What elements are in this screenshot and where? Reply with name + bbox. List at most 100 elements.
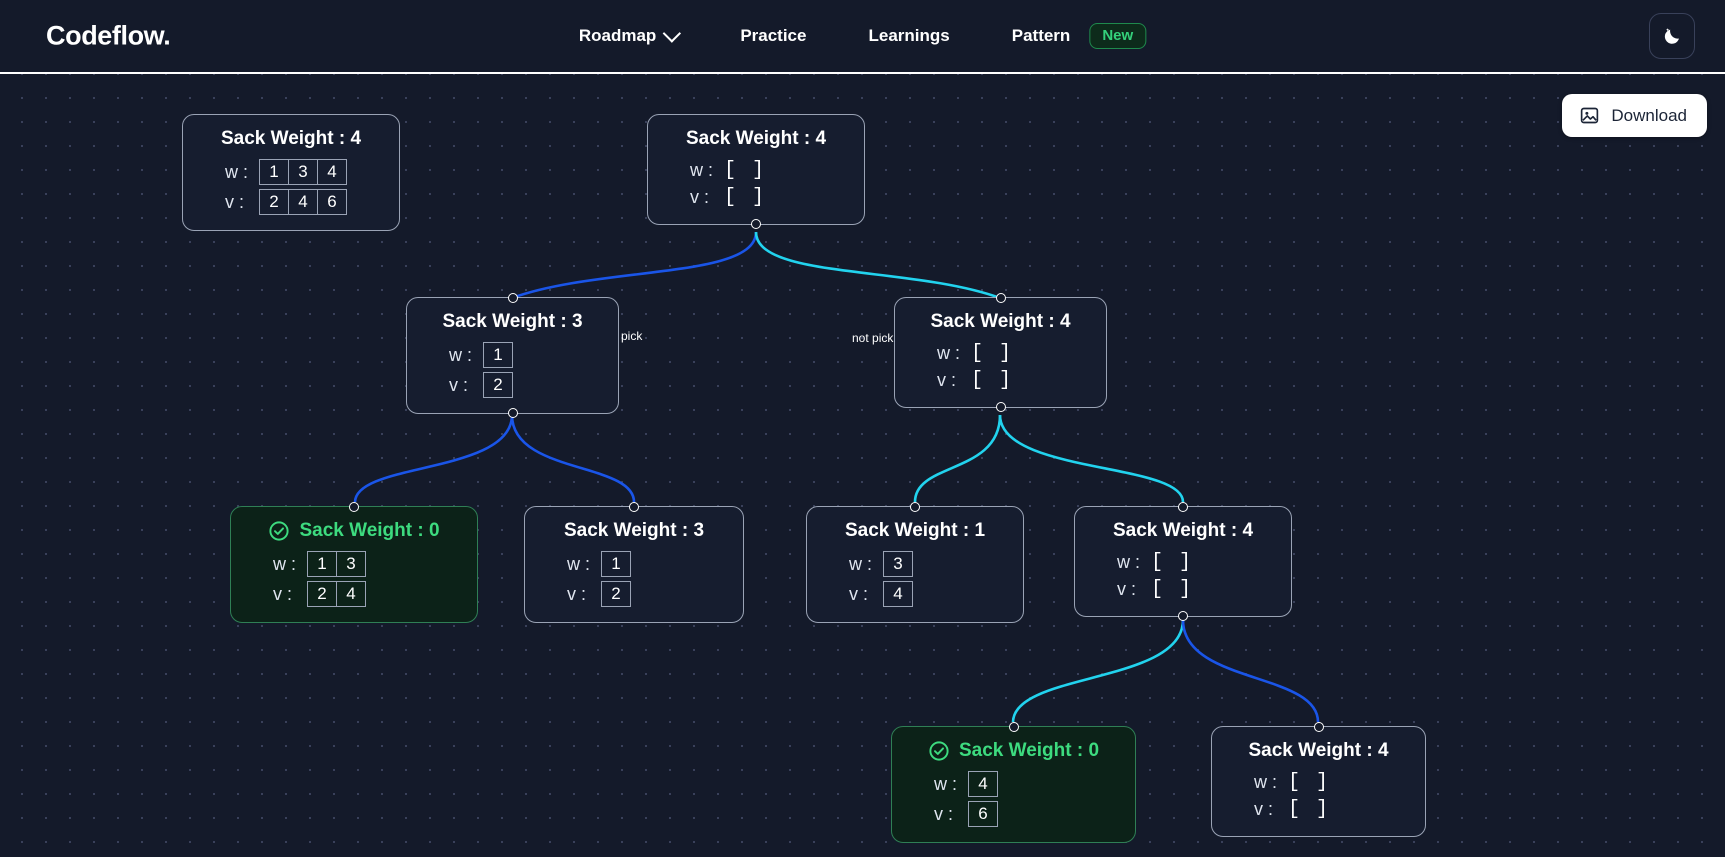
empty-array: [ ] (1151, 578, 1194, 601)
node-row-v: v : [ ] (913, 369, 1088, 392)
cell: 3 (883, 551, 913, 577)
nav-item-practice[interactable]: Practice (740, 26, 806, 46)
node-handle-top[interactable] (629, 502, 639, 512)
cell: 1 (601, 551, 631, 577)
empty-array: [ ] (1288, 771, 1331, 794)
nav-label-pattern: Pattern (1011, 26, 1071, 45)
nav-item-roadmap[interactable]: Roadmap (578, 23, 682, 46)
node-row-v: v : 6 (910, 801, 1117, 827)
weights-cells: 4 (968, 771, 998, 797)
cell: 1 (483, 342, 513, 368)
cell: 2 (307, 581, 337, 607)
row-label-w: w : (937, 343, 961, 363)
node-title: Sack Weight : 4 (220, 128, 362, 149)
node-r2a[interactable]: Sack Weight : 1 w : 3 v : 4 (806, 502, 1024, 623)
node-row-w: w : [ ] (1093, 551, 1273, 574)
node-l2b[interactable]: Sack Weight : 3 w : 1 v : 2 (524, 502, 744, 623)
node-r3a[interactable]: Sack Weight : 0 w : 4 v : 6 (891, 722, 1136, 843)
node-handle-top[interactable] (1178, 502, 1188, 512)
empty-array: [ ] (724, 186, 767, 209)
cell: 1 (259, 159, 289, 185)
cell: 4 (883, 581, 913, 607)
cell: 3 (336, 551, 366, 577)
brand-logo[interactable]: Codeflow. (46, 20, 171, 51)
row-label-v: v : (690, 187, 710, 207)
edge-l1-to-l2a (353, 414, 514, 503)
node-row-w: w : [ ] (1230, 771, 1407, 794)
cell: 3 (288, 159, 318, 185)
download-button[interactable]: Download (1562, 94, 1707, 137)
row-label-w: w : (449, 344, 473, 365)
nav-item-learnings[interactable]: Learnings (868, 26, 949, 46)
node-handle-bottom[interactable] (1178, 611, 1188, 621)
node-row-w: w : [ ] (666, 159, 846, 182)
empty-array: [ ] (724, 159, 767, 182)
weights-cells: 1 (601, 551, 631, 577)
edge-r1-to-r2a (913, 414, 1002, 503)
node-l2a[interactable]: Sack Weight : 0 w : 1 3 v : 2 4 (230, 502, 478, 623)
row-label-w: w : (690, 160, 714, 180)
values-cells: 2 4 6 (259, 189, 347, 215)
node-row-w: w : 1 3 4 (201, 159, 381, 185)
node-handle-bottom[interactable] (507, 408, 518, 418)
badge-new: New (1089, 23, 1147, 49)
row-label-v: v : (934, 803, 954, 824)
node-row-v: v : 2 (425, 372, 600, 398)
moon-stars-icon (1664, 28, 1679, 44)
row-label-w: w : (567, 553, 591, 574)
node-handle-top[interactable] (507, 293, 518, 303)
weights-cells: 1 (483, 342, 513, 368)
cell: 2 (483, 372, 513, 398)
node-handle-top[interactable] (349, 502, 359, 512)
node-handle-top[interactable] (1313, 722, 1324, 732)
app-header: Codeflow. Roadmap Practice Learnings Pat… (0, 0, 1725, 74)
node-r1[interactable]: Sack Weight : 4 w : [ ] v : [ ] (894, 293, 1107, 412)
row-label-v: v : (937, 370, 957, 390)
node-title: Sack Weight : 4 (930, 311, 1071, 332)
edge-label-not-pick: not pick (852, 331, 894, 345)
main-navigation: Roadmap Practice Learnings Pattern New (578, 23, 1147, 49)
edge-root-to-l1 (511, 231, 758, 300)
cell: 4 (317, 159, 347, 185)
node-row-v: v : [ ] (1093, 578, 1273, 601)
node-title-row: Sack Weight : 0 (249, 520, 459, 542)
node-handle-top[interactable] (1008, 722, 1019, 732)
node-row-w: w : 1 (543, 551, 725, 577)
node-legend[interactable]: Sack Weight : 4 w : 1 3 4 v : 2 4 6 (182, 114, 400, 231)
values-cells: 4 (883, 581, 913, 607)
edge-r2b-to-r3b (1181, 619, 1320, 723)
theme-toggle-button[interactable] (1649, 13, 1695, 59)
weights-cells: 1 3 4 (259, 159, 347, 185)
node-handle-bottom[interactable] (995, 402, 1006, 412)
node-row-w: w : 1 3 (249, 551, 459, 577)
cell: 6 (968, 801, 998, 827)
node-r2b[interactable]: Sack Weight : 4 w : [ ] v : [ ] (1074, 502, 1292, 621)
node-row-w: w : 1 (425, 342, 600, 368)
node-root[interactable]: Sack Weight : 4 w : [ ] v : [ ] (647, 114, 865, 229)
node-l1[interactable]: Sack Weight : 3 w : 1 v : 2 (406, 293, 619, 418)
nav-label-practice: Practice (740, 26, 807, 45)
node-handle-top[interactable] (910, 502, 920, 512)
image-icon (1581, 107, 1599, 124)
node-handle-bottom[interactable] (751, 219, 761, 229)
edge-l1-to-l2b (510, 414, 636, 503)
nav-item-pattern[interactable]: Pattern New (1011, 23, 1147, 49)
edge-layer (353, 231, 1320, 723)
cell: 2 (601, 581, 631, 607)
empty-array: [ ] (1151, 551, 1194, 574)
edge-r2b-to-r3a (1011, 619, 1185, 723)
row-label-w: w : (1117, 552, 1141, 572)
node-title: Sack Weight : 0 (958, 740, 1100, 761)
check-circle-icon (269, 521, 290, 541)
node-title: Sack Weight : 4 (1112, 520, 1254, 541)
node-r3b[interactable]: Sack Weight : 4 w : [ ] v : [ ] (1211, 722, 1426, 837)
node-title: Sack Weight : 3 (442, 311, 583, 332)
flow-canvas[interactable]: Download pick not pick Sack Weight : 4 w… (0, 74, 1725, 857)
nav-label-roadmap: Roadmap (578, 26, 657, 45)
cell: 4 (288, 189, 318, 215)
node-handle-top[interactable] (995, 293, 1006, 303)
nav-label-learnings: Learnings (868, 26, 950, 45)
node-row-v: v : 4 (825, 581, 1005, 607)
values-cells: 6 (968, 801, 998, 827)
row-label-v: v : (449, 374, 469, 395)
